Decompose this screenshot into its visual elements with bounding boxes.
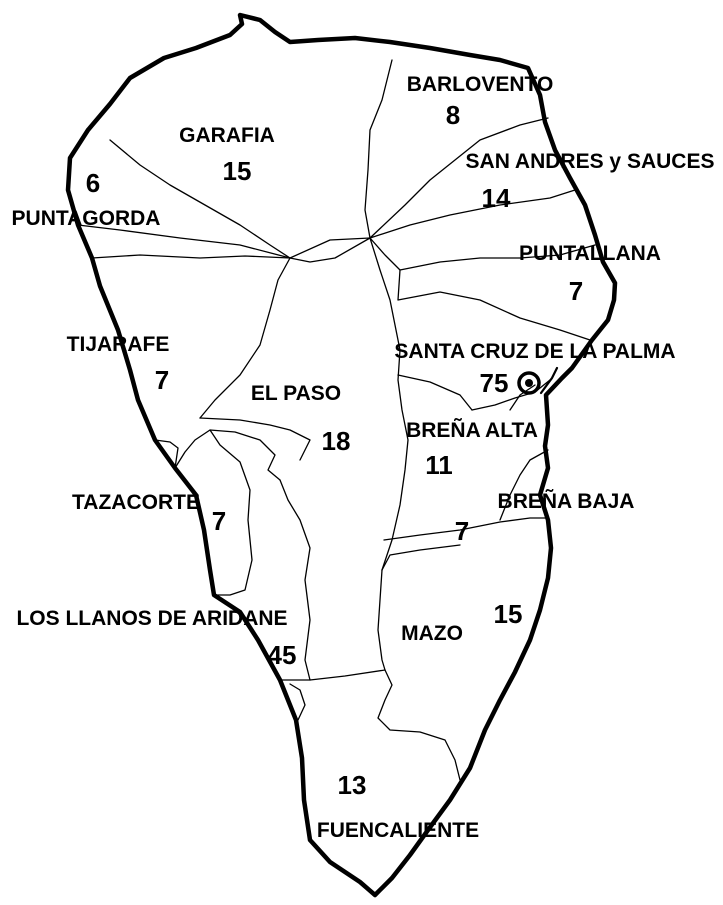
municipality-fuencaliente: 13 FUENCALIENTE xyxy=(317,770,479,842)
municipality-name: MAZO xyxy=(401,622,463,645)
municipality-name: PUNTAGORDA xyxy=(12,207,161,230)
municipality-name: BARLOVENTO xyxy=(407,73,554,96)
municipality-name: LOS LLANOS DE ARIDANE xyxy=(16,607,287,630)
municipality-el-paso: EL PASO 18 xyxy=(251,382,351,456)
municipality-los-llanos: LOS LLANOS DE ARIDANE 45 xyxy=(16,607,296,670)
municipality-value: 7 xyxy=(212,506,226,536)
municipality-name: BREÑA ALTA xyxy=(406,419,538,442)
capital-marker-icon xyxy=(517,366,559,395)
municipality-value: 6 xyxy=(86,168,100,198)
municipality-name: TAZACORTE xyxy=(72,491,200,514)
municipality-value: 13 xyxy=(338,770,367,800)
municipality-value: 15 xyxy=(494,599,523,629)
municipality-labels: BARLOVENTO 8 GARAFIA 15 SAN ANDRES y SAU… xyxy=(12,73,715,842)
municipality-name: BREÑA BAJA xyxy=(498,490,635,513)
municipality-value: 45 xyxy=(268,640,297,670)
municipality-name: EL PASO xyxy=(251,382,341,405)
municipality-value: 18 xyxy=(322,426,351,456)
municipality-san-andres: SAN ANDRES y SAUCES 14 xyxy=(466,150,715,213)
municipality-name: PUNTALLANA xyxy=(519,242,661,265)
municipality-santa-cruz: SANTA CRUZ DE LA PALMA 75 xyxy=(394,340,675,398)
municipality-name: GARAFIA xyxy=(179,124,275,147)
municipality-mazo: MAZO 15 xyxy=(401,599,522,645)
municipality-garafia: GARAFIA 15 xyxy=(179,124,275,186)
municipal-borders xyxy=(77,59,596,781)
municipality-puntallana: PUNTALLANA 7 xyxy=(519,242,661,306)
municipality-value: 8 xyxy=(446,100,460,130)
municipality-name: SANTA CRUZ DE LA PALMA xyxy=(394,340,675,363)
municipality-value: 7 xyxy=(569,276,583,306)
municipality-brena-baja: BREÑA BAJA 7 xyxy=(455,490,635,546)
municipality-name: TIJARAFE xyxy=(67,333,170,356)
municipality-value: 7 xyxy=(155,365,169,395)
municipality-barlovento: BARLOVENTO 8 xyxy=(407,73,554,130)
municipality-tazacorte: TAZACORTE 7 xyxy=(72,491,226,536)
municipality-value: 11 xyxy=(425,450,453,480)
municipality-name: SAN ANDRES y SAUCES xyxy=(466,150,715,173)
municipality-brena-alta: BREÑA ALTA 11 xyxy=(406,419,538,480)
municipality-tijarafe: TIJARAFE 7 xyxy=(67,333,170,395)
municipality-value: 15 xyxy=(223,156,252,186)
municipality-name: FUENCALIENTE xyxy=(317,819,479,842)
municipality-value: 7 xyxy=(455,516,469,546)
municipality-value: 75 xyxy=(480,368,509,398)
coastline xyxy=(65,12,618,898)
municipality-value: 14 xyxy=(482,183,511,213)
municipality-puntagorda: 6 PUNTAGORDA xyxy=(12,168,161,230)
